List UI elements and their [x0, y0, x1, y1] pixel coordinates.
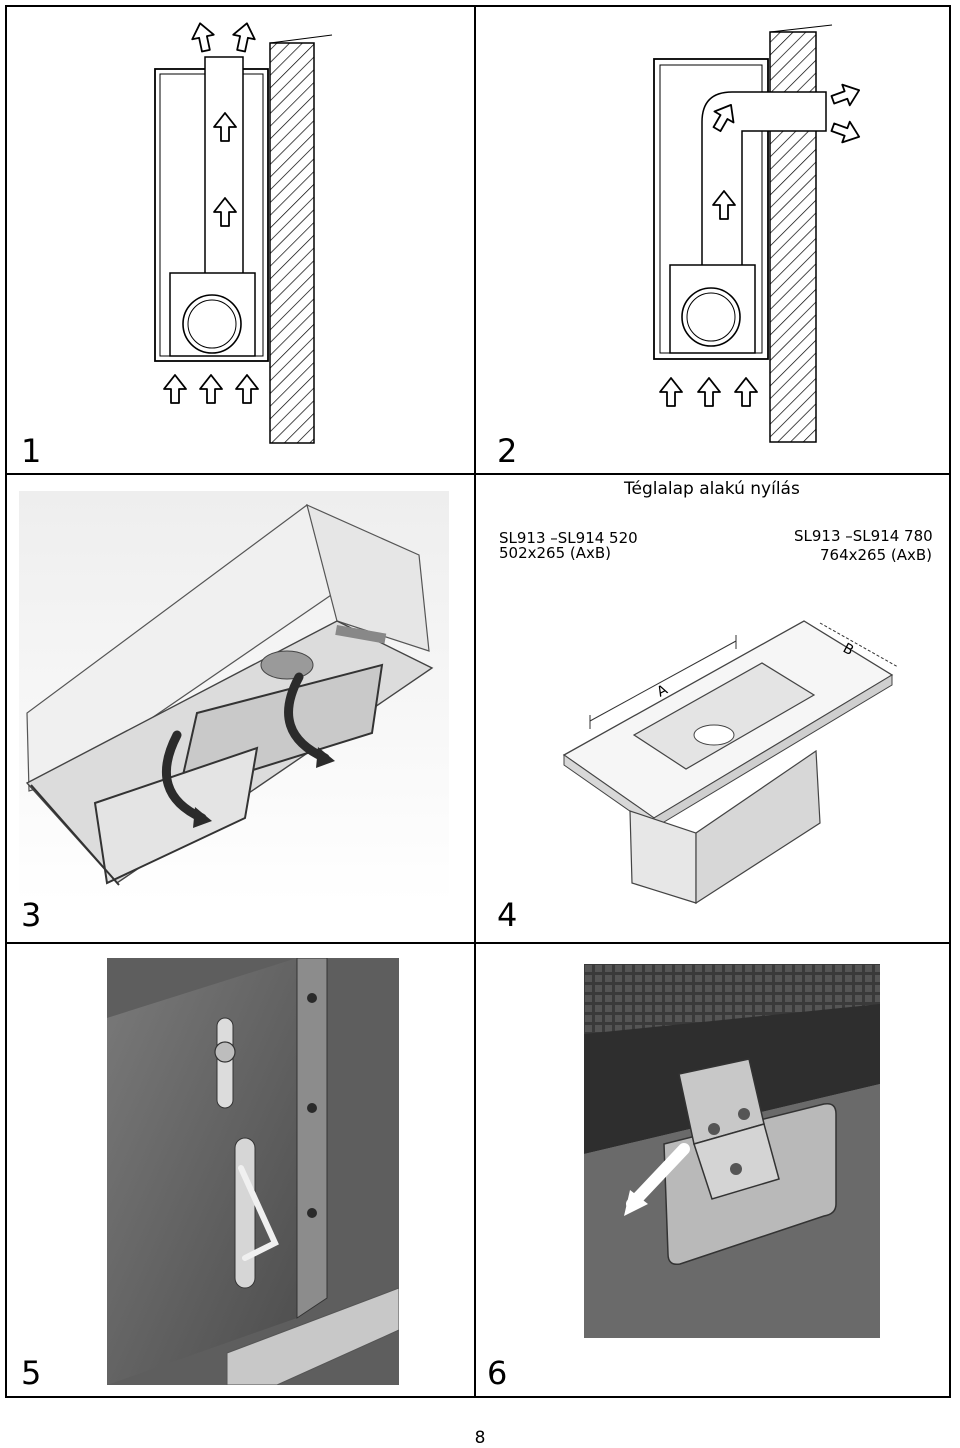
panel-number: 6 [487, 1354, 508, 1392]
diagram-vertical-exhaust [154, 20, 333, 444]
panel-number: 3 [21, 896, 42, 934]
grid-divider-vertical [474, 7, 476, 1396]
panel-3: 3 [7, 473, 472, 940]
cutout-heading: Téglalap alakú nyílás [624, 479, 800, 499]
grid-divider-row2 [7, 942, 949, 944]
panel-number: 2 [497, 432, 518, 470]
left-dims-label: 502x265 (AxB) [499, 544, 612, 562]
left-model-label: SL913 –SL914 520 [499, 529, 638, 547]
grid-divider-row1 [7, 473, 949, 475]
photo-side-bracket [107, 958, 399, 1385]
illustration-hood-filters [19, 491, 449, 903]
right-dims-label: 764x265 (AxB) [820, 546, 933, 564]
panel-2: 2 [474, 7, 950, 471]
panel-5: 5 [7, 942, 472, 1398]
illustration-cutout: A B [562, 620, 899, 905]
figure-grid [5, 5, 951, 1398]
panel-number: 4 [497, 896, 518, 934]
page-number: 8 [474, 1428, 486, 1448]
panel-number: 5 [21, 1354, 42, 1392]
photo-hinge [584, 964, 880, 1338]
right-model-label: SL913 –SL914 780 [794, 527, 933, 545]
panel-1: 1 [7, 7, 472, 471]
panel-4: Téglalap alakú nyílás SL913 –SL914 520 5… [474, 473, 950, 940]
diagram-horizontal-exhaust [653, 24, 864, 443]
panel-number: 1 [21, 432, 42, 470]
panel-6: 6 [474, 942, 950, 1398]
